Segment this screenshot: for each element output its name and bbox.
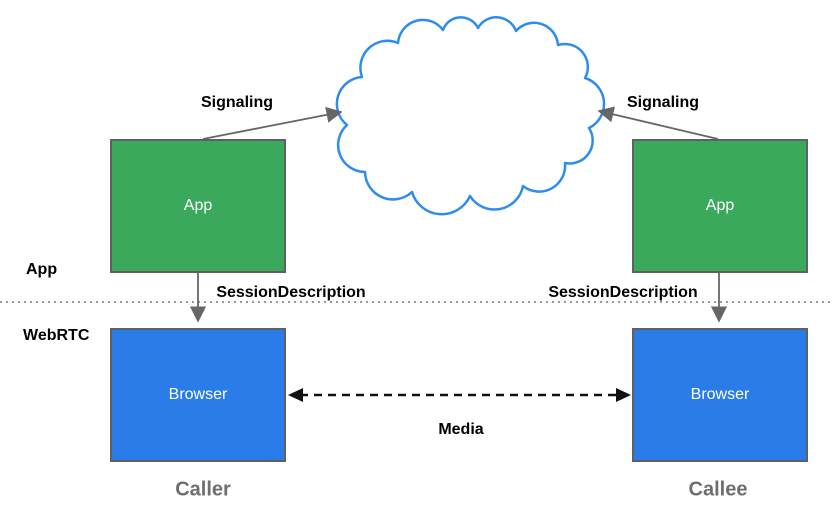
callee-app-box: App <box>632 139 808 273</box>
signaling-label-right: Signaling <box>627 94 699 111</box>
signaling-cloud-icon <box>335 16 606 216</box>
caller-app-box: App <box>110 139 286 273</box>
app-layer-label: App <box>26 261 58 278</box>
callee-app-label: App <box>705 197 735 214</box>
media-label: Media <box>438 421 484 438</box>
session-description-label-left: SessionDescription <box>216 284 366 301</box>
callee-role-label: Callee <box>688 478 748 501</box>
signaling-arrow-right <box>597 106 719 140</box>
caller-browser-label: Browser <box>168 386 228 403</box>
media-arrow <box>288 388 631 402</box>
webrtc-layer-label: WebRTC <box>23 327 90 344</box>
session-description-label-right: SessionDescription <box>548 284 698 301</box>
caller-browser-box: Browser <box>110 328 286 462</box>
callee-browser-label: Browser <box>690 386 750 403</box>
caller-role-label: Caller <box>175 478 231 501</box>
caller-app-label: App <box>183 197 213 214</box>
callee-browser-box: Browser <box>632 328 808 462</box>
signaling-label-left: Signaling <box>201 94 273 111</box>
signaling-arrow-left <box>202 106 343 140</box>
